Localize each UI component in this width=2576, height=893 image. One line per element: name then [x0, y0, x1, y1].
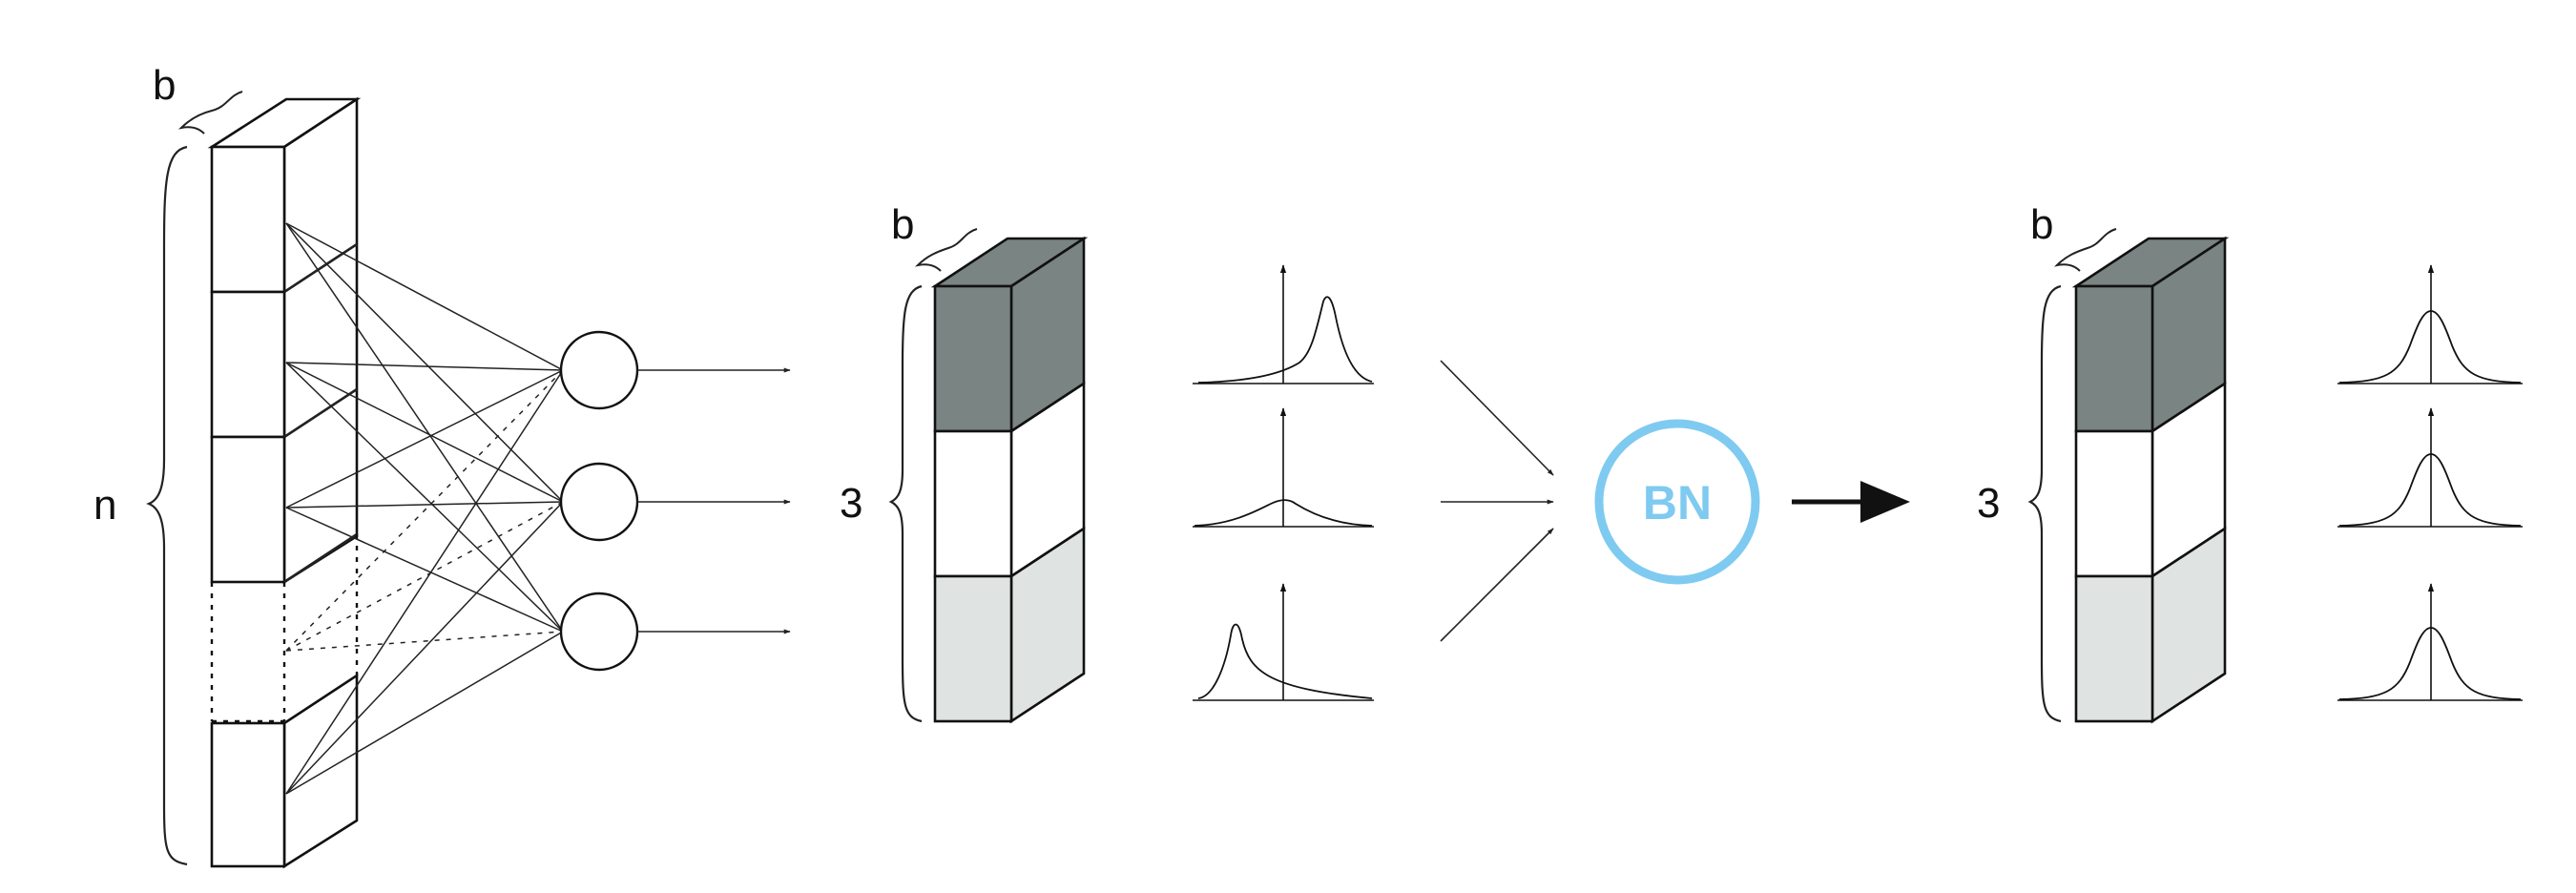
input-cell	[210, 290, 286, 439]
input-cell	[210, 145, 286, 294]
input-cell	[210, 721, 286, 868]
mid-depth-brace	[914, 228, 978, 272]
distribution-plot-gaussian	[2337, 583, 2523, 701]
normalized-channel-3	[2074, 574, 2154, 723]
normalized-channel-1	[2074, 284, 2154, 433]
converge-arrows	[1440, 360, 1554, 642]
dense-connections-omitted	[285, 369, 564, 652]
bn-output-arrow	[1792, 481, 1910, 523]
distribution-plot-gaussian	[2337, 407, 2523, 528]
neuron	[559, 592, 639, 672]
neuron	[559, 462, 639, 542]
neuron-output-arrows	[637, 367, 791, 634]
distribution-plot-skewed-left	[1193, 583, 1374, 701]
activation-block: b 3	[840, 201, 1089, 724]
distribution-plot-skewed-right	[1193, 264, 1374, 384]
input-depth-label: b	[153, 62, 176, 109]
activation-channel-3	[933, 574, 1013, 723]
input-cell-ellipsis	[210, 534, 359, 723]
mid-depth-label: b	[891, 201, 914, 248]
normalized-channel-2	[2074, 429, 2154, 578]
bn-label: BN	[1643, 476, 1712, 530]
activation-channel-1	[933, 284, 1013, 433]
out-depth-brace	[2053, 228, 2117, 272]
bn-ring	[1594, 419, 1760, 585]
distribution-plot-gaussian	[2337, 264, 2523, 384]
out-count-brace	[2027, 284, 2062, 723]
bn-block: BN	[1594, 419, 1760, 585]
out-count-label: 3	[1977, 480, 2000, 527]
normalized-block: b 3	[1977, 201, 2230, 724]
input-count-brace	[146, 145, 188, 866]
input-layer: b n	[93, 62, 791, 869]
input-cell	[210, 435, 286, 584]
activation-channel-2	[933, 429, 1013, 578]
distributions-after	[2337, 264, 2523, 701]
distribution-plot-wide	[1193, 407, 1374, 528]
distributions-before	[1193, 264, 1374, 701]
mid-count-brace	[888, 284, 923, 723]
mid-count-label: 3	[840, 480, 862, 527]
neuron	[559, 330, 639, 410]
dense-connections	[285, 222, 564, 795]
input-count-label: n	[93, 482, 116, 529]
neurons	[559, 330, 639, 672]
out-depth-label: b	[2030, 201, 2053, 248]
input-cell-stack	[207, 96, 362, 869]
input-depth-brace	[177, 91, 243, 135]
